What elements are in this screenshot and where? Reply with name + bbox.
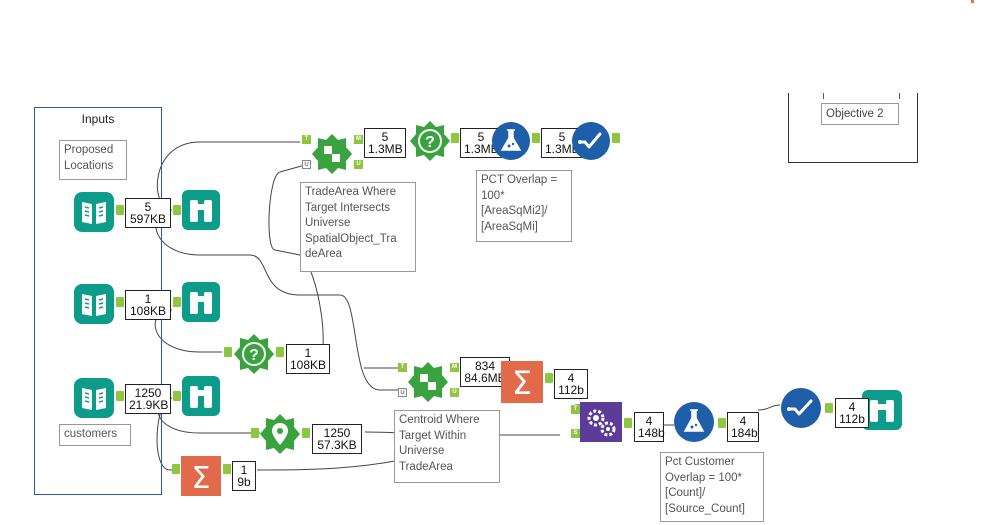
inputs-container-title: Inputs [81, 112, 115, 126]
spatial-match-puzzle-icon[interactable] [312, 134, 352, 174]
input-anchor[interactable] [173, 391, 181, 401]
comment-centroid-filter[interactable]: Centroid Where Target Within Universe Tr… [394, 410, 500, 483]
svg-text:Σ: Σ [512, 364, 532, 402]
output-anchor[interactable] [116, 297, 124, 307]
match-anchor[interactable]: M [354, 135, 363, 144]
comment-pct-overlap[interactable]: PCT Overlap = 100* [AreaSqMi2]/ [AreaSqM… [476, 170, 572, 242]
spatial-match-puzzle-icon[interactable] [408, 362, 448, 402]
create-points-pin-icon[interactable] [260, 414, 300, 454]
input-book-icon[interactable] [74, 284, 114, 324]
output-anchor[interactable] [223, 464, 231, 474]
container-edge-mark [899, 93, 900, 99]
browse-binoculars-icon[interactable] [182, 376, 220, 416]
comment-customers[interactable]: customers [59, 424, 131, 446]
output-anchor[interactable] [624, 418, 632, 428]
formula-flask-icon[interactable] [674, 402, 714, 442]
input-book-icon[interactable] [74, 378, 114, 418]
output-anchor[interactable] [532, 133, 540, 143]
output-anchor[interactable] [116, 205, 124, 215]
summarize-sigma-icon[interactable]: Σ [181, 456, 221, 496]
select-check-icon[interactable] [781, 388, 821, 428]
filter-question-icon[interactable]: ? [234, 334, 274, 374]
output-anchor[interactable] [451, 133, 459, 143]
comment-proposed-locations[interactable]: Proposed Locations [59, 140, 127, 180]
input-anchor[interactable] [173, 297, 181, 307]
objective2-label: Objective 2 [821, 103, 899, 125]
formula-flask-icon[interactable] [492, 122, 530, 160]
select-check-icon[interactable] [572, 122, 610, 160]
browse-binoculars-icon[interactable] [862, 390, 902, 430]
target-anchor[interactable]: T [398, 363, 407, 372]
input-book-icon[interactable] [74, 192, 114, 232]
filter-question-icon[interactable]: ? [410, 121, 450, 161]
container-edge-mark [823, 93, 824, 99]
target-anchor[interactable]: T [571, 405, 580, 414]
browse-binoculars-icon[interactable] [182, 190, 220, 230]
output-anchor[interactable] [718, 418, 726, 428]
output-anchor[interactable] [545, 373, 553, 383]
output-anchor[interactable] [302, 428, 310, 438]
match-anchor[interactable]: M [450, 363, 459, 372]
comment-pct-customer[interactable]: Pct Customer Overlap = 100* [Count]/ [So… [660, 452, 764, 522]
svg-text:?: ? [249, 347, 259, 364]
unmatch-anchor[interactable]: U [450, 388, 459, 397]
corner-mark [971, 0, 974, 3]
universe-anchor[interactable]: U [302, 160, 311, 169]
comment-trade-area-filter[interactable]: TradeArea Where Target Intersects Univer… [300, 182, 416, 272]
svg-text:Σ: Σ [192, 461, 211, 496]
join-gears-icon[interactable] [580, 402, 622, 442]
target-anchor[interactable]: T [302, 135, 311, 144]
output-anchor[interactable] [612, 133, 620, 143]
svg-text:?: ? [425, 134, 435, 151]
input-anchor[interactable] [251, 428, 259, 438]
source-anchor[interactable]: S [571, 429, 580, 438]
browse-binoculars-icon[interactable] [182, 282, 220, 322]
universe-anchor[interactable]: U [398, 388, 407, 397]
input-anchor[interactable] [173, 205, 181, 215]
output-anchor[interactable] [825, 403, 833, 413]
summarize-sigma-icon[interactable]: Σ [501, 361, 543, 403]
unmatch-anchor[interactable]: U [354, 160, 363, 169]
output-anchor[interactable] [116, 391, 124, 401]
input-anchor[interactable] [172, 464, 180, 474]
output-anchor[interactable] [276, 347, 284, 357]
input-anchor[interactable] [224, 347, 232, 357]
objective2-container[interactable]: Objective 2 [788, 93, 918, 163]
